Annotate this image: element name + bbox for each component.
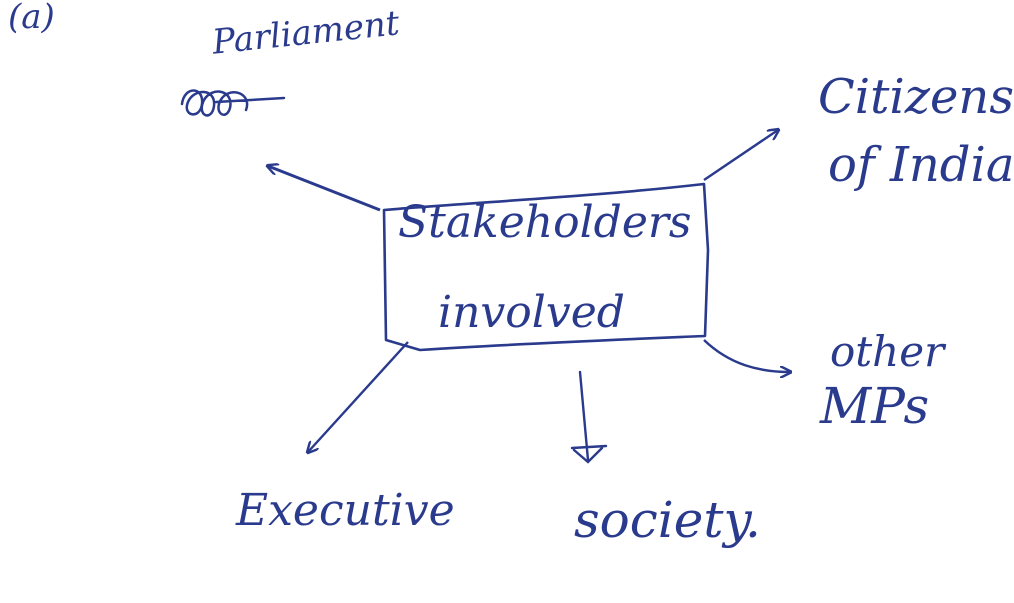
other-mps-label-line2: MPs xyxy=(820,377,930,435)
citizens-label-line1: Citizens xyxy=(818,69,1014,125)
arrow-to-citizens xyxy=(703,130,778,181)
society-label: society. xyxy=(574,491,761,549)
executive-label: Executive xyxy=(236,485,455,536)
center-box xyxy=(382,182,710,352)
other-mps-label-line1: other xyxy=(830,327,945,376)
center-title-line2: involved xyxy=(438,287,625,338)
center-title-line1: Stakeholders xyxy=(398,197,692,248)
arrow-to-other-mps xyxy=(703,339,790,372)
arrow-to-parliament xyxy=(268,166,381,212)
arrow-to-executive xyxy=(308,341,409,452)
arrow-to-society xyxy=(570,370,608,464)
part-label: (a) xyxy=(8,0,55,37)
citizens-label-line2: of India xyxy=(828,137,1014,193)
scribble-mark xyxy=(180,89,286,117)
